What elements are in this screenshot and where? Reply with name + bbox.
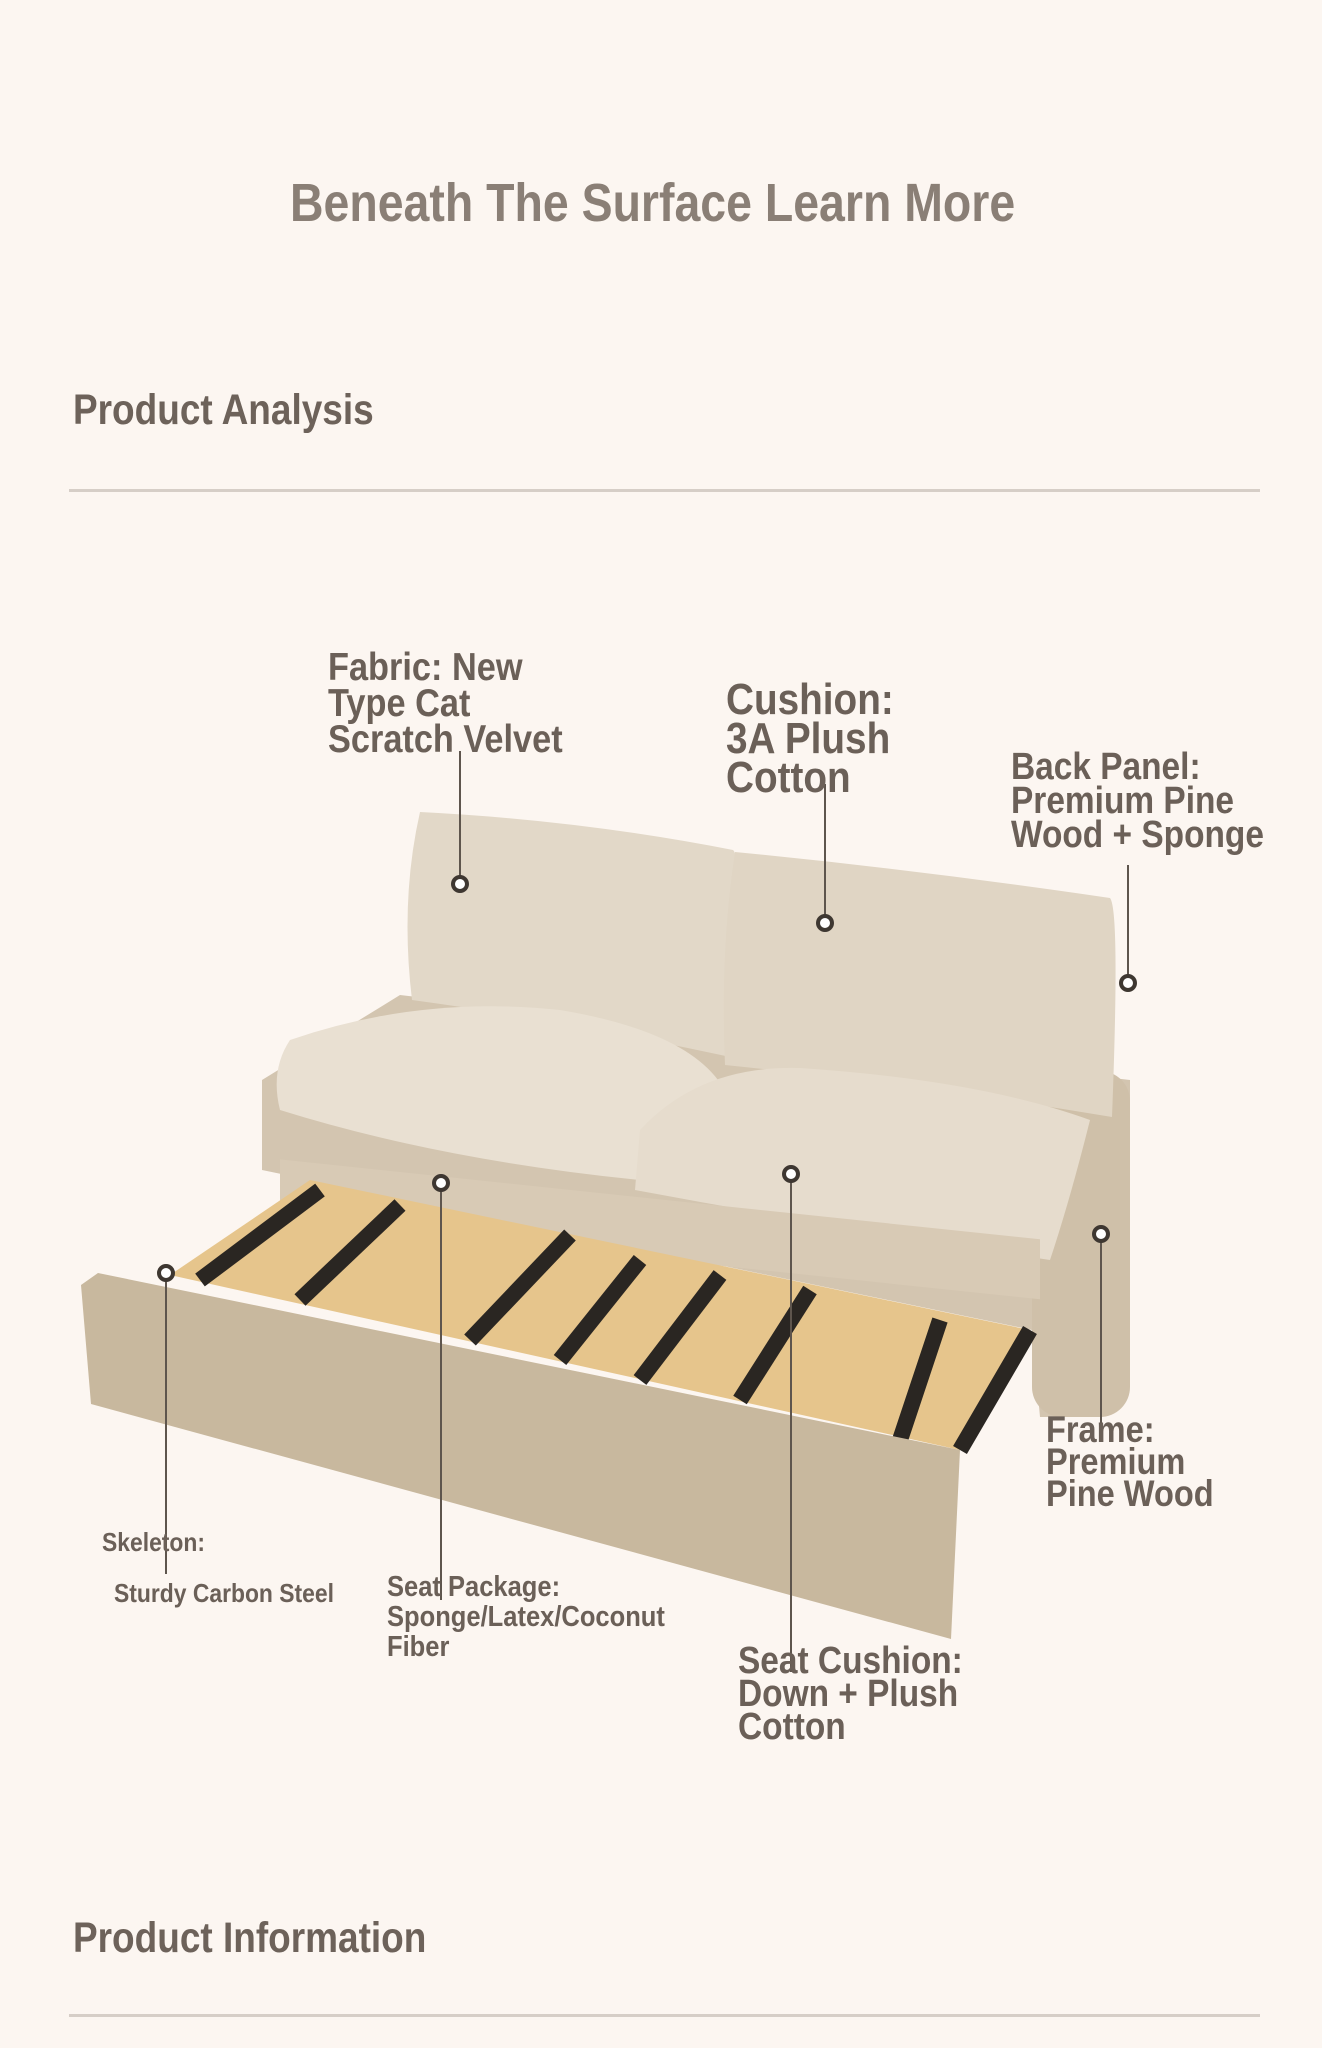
- label-line: Premium: [1046, 1441, 1186, 1482]
- label-line: Wood + Sponge: [1011, 814, 1264, 856]
- label-line: Type Cat: [328, 682, 471, 725]
- label-back-panel: Back Panel: Premium Pine Wood + Sponge: [1011, 746, 1264, 856]
- marker-dot: [451, 875, 469, 893]
- marker-dot: [782, 1165, 800, 1183]
- label-line: Down + Plush: [738, 1673, 959, 1715]
- label-line: Back Panel:: [1011, 746, 1201, 788]
- page-title: Beneath The Surface Learn More: [290, 173, 1016, 233]
- label-line: Cushion:: [726, 675, 894, 724]
- label-seat-package: Seat Package: Sponge/Latex/Coconut Fiber: [387, 1572, 665, 1662]
- divider: [69, 489, 1260, 492]
- label-line: Sponge/Latex/Coconut: [387, 1601, 665, 1633]
- label-skeleton-value: Sturdy Carbon Steel: [114, 1578, 334, 1608]
- label-line: Premium Pine: [1011, 780, 1235, 822]
- seat-cushion-right: [635, 1067, 1090, 1260]
- back-cushion-left: [407, 812, 740, 1058]
- label-line: 3A Plush: [726, 714, 891, 763]
- label-line: Cotton: [726, 753, 851, 802]
- label-line: Pine Wood: [1046, 1473, 1214, 1514]
- label-skeleton: Skeleton:: [102, 1527, 205, 1557]
- label-line: Frame:: [1046, 1409, 1155, 1450]
- label-line: Scratch Velvet: [328, 718, 563, 761]
- label-seat-cushion: Seat Cushion: Down + Plush Cotton: [738, 1640, 963, 1748]
- label-line: Fabric: New: [328, 646, 523, 689]
- marker-dot: [157, 1264, 175, 1282]
- label-cushion: Cushion: 3A Plush Cotton: [726, 675, 894, 802]
- divider: [69, 2014, 1260, 2017]
- seat-cushion-left: [276, 1006, 718, 1180]
- label-line: Cotton: [738, 1706, 846, 1748]
- label-line: Fiber: [387, 1631, 450, 1663]
- section-heading-information: Product Information: [73, 1914, 427, 1962]
- drawer-front: [81, 1273, 960, 1639]
- marker-dot: [1119, 974, 1137, 992]
- marker-dot: [816, 914, 834, 932]
- label-fabric: Fabric: New Type Cat Scratch Velvet: [328, 646, 563, 761]
- marker-dot: [432, 1174, 450, 1192]
- marker-dot: [1092, 1225, 1110, 1243]
- section-heading-analysis: Product Analysis: [73, 386, 374, 434]
- label-line: Seat Cushion:: [738, 1640, 963, 1682]
- steel-slats: [195, 1183, 1037, 1455]
- label-line: Seat Package:: [387, 1571, 561, 1603]
- label-frame: Frame: Premium Pine Wood: [1046, 1409, 1214, 1514]
